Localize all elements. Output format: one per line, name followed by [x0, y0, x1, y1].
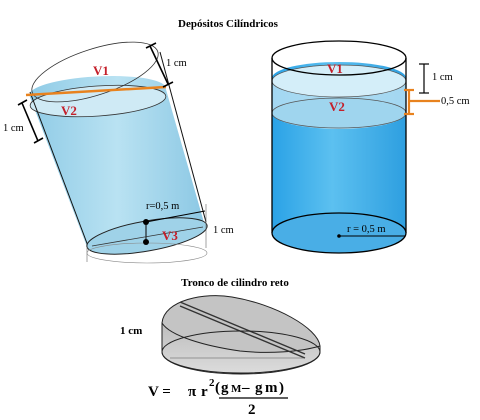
formula-close: )	[279, 380, 284, 396]
formula-den: 2	[248, 402, 256, 418]
truncated-cylinder: 1 cm	[120, 295, 321, 375]
right-v1-label: V1	[327, 61, 343, 76]
right-cylinder: r = 0,5 m 1 cm 0,5 cm V1 V2	[271, 40, 470, 254]
trunc-bottom-ellipse	[161, 330, 321, 374]
top-title: Depósitos Cilíndricos	[178, 18, 279, 30]
left-dim-top-label: 1 cm	[166, 58, 187, 69]
trunc-top-face	[161, 295, 321, 353]
left-wall-left	[29, 91, 89, 247]
left-dot-bottom	[143, 239, 149, 245]
trunc-height-label: 1 cm	[120, 325, 142, 337]
left-radius-label: r=0,5 m	[146, 201, 179, 212]
right-radius-label: r = 0,5 m	[347, 224, 386, 235]
left-dim-side-label: 1 cm	[3, 123, 24, 134]
left-bottom-chord	[91, 226, 204, 247]
left-v2-label: V2	[61, 103, 77, 118]
right-bottom-ellipse	[271, 212, 407, 254]
left-v3-label: V3	[162, 228, 178, 243]
left-dot-top	[143, 219, 149, 225]
formula-exp: 2	[209, 377, 215, 389]
right-dim-band-label: 0,5 cm	[441, 96, 470, 107]
bottom-title: Tronco de cilindro reto	[181, 277, 289, 289]
formula-g-big: g	[221, 380, 229, 396]
left-wall-right	[159, 51, 207, 223]
right-radius-dot	[337, 234, 341, 238]
left-radius-line	[145, 210, 206, 223]
left-orange-line	[25, 85, 167, 97]
formula-minus: –	[241, 380, 250, 396]
formula-g-small: g	[255, 380, 263, 396]
formula-pi: π	[188, 384, 197, 400]
right-dim-top-label: 1 cm	[432, 72, 453, 83]
left-top-rim	[31, 41, 159, 103]
volume-formula: V = π r 2 ( g M – g m ) 2	[148, 377, 288, 418]
trunc-diagonal-1	[179, 301, 306, 355]
left-cylinder: 1 cm 1 cm 1 cm r=0,5 m V1 V2 V3	[3, 41, 234, 264]
left-v1-label: V1	[93, 63, 109, 78]
right-v2-label: V2	[329, 99, 345, 114]
formula-m-small: m	[265, 380, 278, 396]
formula-open: (	[215, 380, 220, 396]
formula-m-big: M	[231, 383, 242, 395]
formula-lhs: V =	[148, 384, 171, 400]
left-dim-top	[145, 42, 174, 88]
trunc-diagonal-2	[179, 305, 306, 359]
left-dim-bottom-label: 1 cm	[213, 225, 234, 236]
left-dim-side	[17, 99, 44, 144]
formula-r: r	[201, 384, 208, 400]
